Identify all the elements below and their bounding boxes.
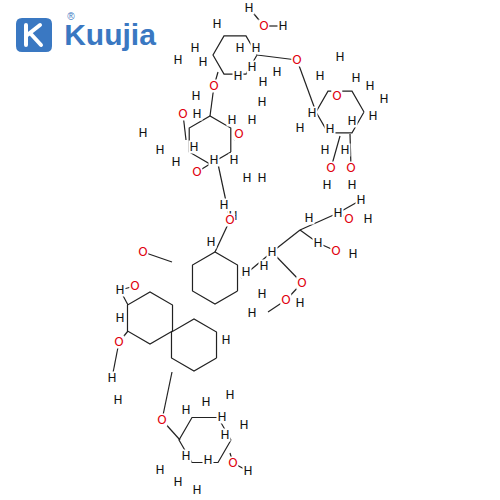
logo-text: Kuujia <box>64 18 156 52</box>
atom-label: H <box>321 179 332 192</box>
atom-label: H <box>154 464 165 477</box>
atom-label: H <box>332 207 343 220</box>
atom-label: O <box>233 128 244 141</box>
atom-label: H <box>246 61 257 74</box>
bond-line <box>171 319 216 371</box>
atom-label: H <box>324 123 335 136</box>
atom-label: H <box>200 396 211 409</box>
atom-label: H <box>367 110 378 123</box>
atom-label: H <box>277 20 288 33</box>
atom-label: H <box>202 454 213 467</box>
atom-label: H <box>256 172 267 185</box>
atom-label: H <box>188 141 199 154</box>
atom-label: H <box>180 404 191 417</box>
atom-label: H <box>339 144 350 157</box>
bond-line <box>297 60 316 112</box>
atom-label: H <box>114 312 125 325</box>
atom-label: O <box>113 336 124 349</box>
atom-label: H <box>189 42 200 55</box>
atom-label: H <box>294 297 305 310</box>
atom-label: H <box>355 194 366 207</box>
atom-label: H <box>314 70 325 83</box>
atom-label: H <box>220 334 231 347</box>
atom-label: H <box>191 484 202 497</box>
atom-label: H <box>243 2 254 15</box>
atom-label: H <box>224 389 235 402</box>
atom-label: H <box>334 51 345 64</box>
atom-label: O <box>296 277 307 290</box>
atom-label: H <box>226 114 237 127</box>
logo-mark <box>26 25 41 45</box>
atom-label: H <box>346 179 357 192</box>
atom-label: H <box>347 248 358 261</box>
atom-label: O <box>343 213 354 226</box>
atom-label: O <box>258 20 269 33</box>
logo-icon <box>16 18 52 52</box>
atom-label: H <box>241 172 252 185</box>
atom-label: H <box>257 76 268 89</box>
atom-label: H <box>219 429 230 442</box>
atom-label: O <box>331 90 342 103</box>
atom-label: H <box>258 260 269 273</box>
bond-lines <box>112 8 364 471</box>
bond-line <box>192 252 237 304</box>
atom-label: O <box>191 166 202 179</box>
atom-label: H <box>246 114 257 127</box>
atom-label: O <box>208 80 219 93</box>
atom-label: O <box>227 457 238 470</box>
atom-label: H <box>154 144 165 157</box>
atom-label: H <box>242 465 253 478</box>
atom-label: O <box>330 245 341 258</box>
atom-label: H <box>191 108 202 121</box>
bond-line <box>127 292 172 344</box>
atom-label: H <box>170 156 181 169</box>
atom-label: H <box>256 288 267 301</box>
atom-label: H <box>362 213 373 226</box>
atom-label: H <box>250 42 261 55</box>
atom-label: O <box>156 414 167 427</box>
atom-label: H <box>180 450 191 463</box>
atom-label: H <box>172 54 183 67</box>
atom-label: H <box>271 66 282 79</box>
atom-label: H <box>234 42 245 55</box>
atom-label: H <box>378 93 389 106</box>
atom-label: H <box>364 80 375 93</box>
atom-label: O <box>291 54 302 67</box>
atom-label: H <box>137 127 148 140</box>
atom-label: H <box>350 72 361 85</box>
atom-label: O <box>280 294 291 307</box>
atom-label: H <box>211 18 222 31</box>
logo-text: ® <box>67 11 74 22</box>
atom-label: H <box>197 56 208 69</box>
atom-label: H <box>256 96 267 109</box>
atom-label: O <box>137 246 148 259</box>
atom-label: H <box>205 236 216 249</box>
atom-label: H <box>246 307 257 320</box>
atom-label: H <box>266 246 277 259</box>
atom-label: O <box>129 280 140 293</box>
atom-label: H <box>303 212 314 225</box>
atom-label: H <box>306 107 317 120</box>
atom-label: H <box>294 122 305 135</box>
atom-label: H <box>106 372 117 385</box>
atom-label: H <box>208 154 219 167</box>
atom-label: H <box>238 419 249 432</box>
atom-label: O <box>345 162 356 175</box>
atom-label: H <box>346 115 357 128</box>
atom-label: H <box>172 476 183 489</box>
atom-label: H <box>114 284 125 297</box>
atom-label: O <box>325 162 336 175</box>
atom-label: H <box>319 144 330 157</box>
atom-label: H <box>190 90 201 103</box>
atom-label: H <box>112 394 123 407</box>
atom-label: O <box>177 108 188 121</box>
atom-label: H <box>216 411 227 424</box>
atom-label: O <box>224 214 235 227</box>
atom-label: H <box>228 154 239 167</box>
atom-label: H <box>240 266 251 279</box>
atom-label: H <box>312 237 323 250</box>
atom-label: H <box>232 70 243 83</box>
